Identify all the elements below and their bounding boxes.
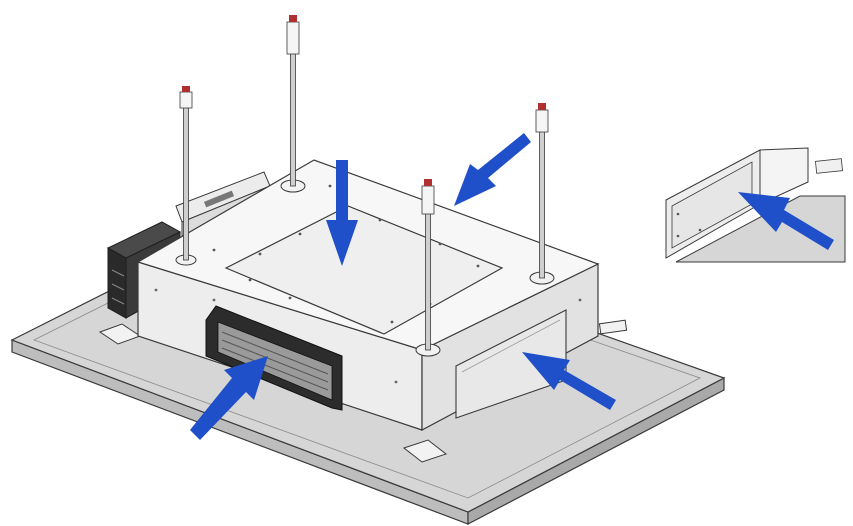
connector-block-face [107, 247, 127, 319]
connector-block-line [111, 283, 125, 291]
inset-base [675, 195, 846, 263]
inset-connector [815, 158, 843, 174]
arrow-icon [738, 192, 834, 250]
arrows [190, 133, 834, 440]
top-cover-plate [224, 205, 504, 335]
inset-dots [676, 212, 702, 238]
arrow-icon [522, 352, 616, 410]
inset-panel-side [759, 147, 809, 205]
arrow-icon [190, 356, 268, 440]
front-panel [205, 305, 343, 411]
standoff-rod [175, 86, 197, 266]
arrow-icon [326, 160, 358, 266]
inset-detail-view [665, 147, 846, 263]
connector-block-line [111, 297, 125, 305]
side-bracket-slot [203, 190, 235, 208]
base-tab-right [598, 319, 628, 335]
standoff-rods [175, 15, 555, 357]
side-screws [154, 288, 582, 384]
standoff-rod [280, 15, 306, 193]
side-window-inner [461, 319, 561, 373]
base-tab-front [402, 439, 448, 463]
connector-block-line [111, 269, 125, 277]
arrow-icon [454, 133, 531, 206]
standoff-rod [415, 179, 441, 357]
standoff-rod [529, 103, 555, 285]
front-panel-slots [221, 331, 329, 391]
